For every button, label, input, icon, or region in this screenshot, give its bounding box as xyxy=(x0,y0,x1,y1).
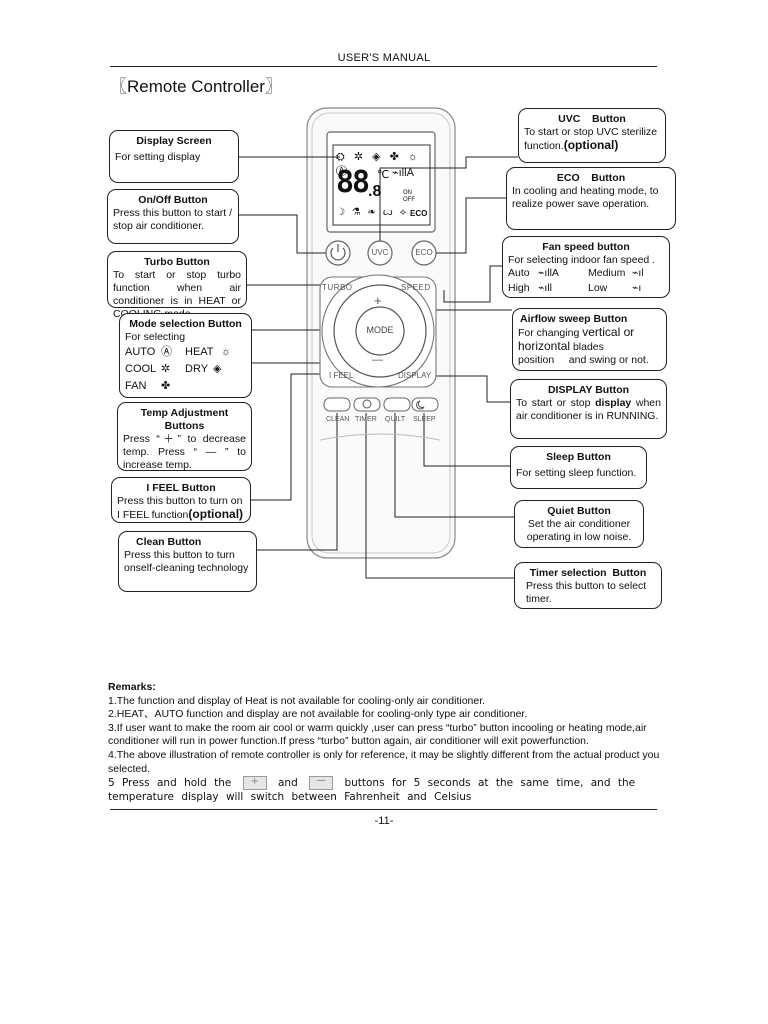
manual-title: USER'S MANUAL xyxy=(337,52,431,64)
eco-button[interactable]: ECO xyxy=(415,248,433,257)
callout-display: DISPLAY Button To start or stop display … xyxy=(510,379,667,439)
remark-1: 1.The function and display of Heat is no… xyxy=(108,694,486,707)
header-rule xyxy=(110,66,657,67)
callout-quiet: Quiet Button Set the air conditioner ope… xyxy=(514,500,644,548)
callout-ifeel: I FEEL Button Press this button to turn … xyxy=(111,477,251,523)
lcd-eco-label: ECO xyxy=(410,209,428,218)
temp-minus-button[interactable]: — xyxy=(372,354,383,366)
callout-turbo: Turbo Button To start or stop turbo func… xyxy=(107,251,247,320)
timer-button[interactable]: TIMER xyxy=(355,416,377,423)
callout-sleep: Sleep Button For setting sleep function. xyxy=(510,446,647,489)
lcd-temp-unit: ℃ xyxy=(377,169,390,181)
sleep-button-shape xyxy=(411,397,439,412)
display-button[interactable]: DISPLAY xyxy=(398,371,432,380)
quilt-button-shape xyxy=(383,397,411,412)
callout-timer: Timer selection Button Press this button… xyxy=(514,562,662,609)
remarks-title: Remarks: xyxy=(108,681,156,693)
callout-uvc: UVC Button To start or stop UVC steriliz… xyxy=(518,108,666,163)
eco-button-shape xyxy=(411,240,437,266)
turbo-button[interactable]: TURBO xyxy=(322,283,353,292)
lcd-timer-on: ON xyxy=(403,190,412,196)
callout-eco: ECO Button In cooling and heating mode, … xyxy=(506,167,676,230)
temp-plus-button[interactable]: + xyxy=(374,293,382,308)
mode-button-shape xyxy=(355,306,405,356)
lcd-bottom-icons: ☽ ⚗ ❧ ꙍ ⟡ xyxy=(336,207,409,218)
sleep-button[interactable]: SLEEP xyxy=(413,416,436,423)
callout-fan-speed: Fan speed button For selecting indoor fa… xyxy=(502,236,670,298)
lcd-temp-digits: 88 xyxy=(336,165,370,200)
remark-4: 4.The above illustration of remote contr… xyxy=(108,748,660,775)
speed-button[interactable]: SPEED xyxy=(401,283,431,292)
plus-key-image: + xyxy=(242,776,267,791)
power-button xyxy=(325,240,351,266)
lcd-top-icons: ⛭ ✲ ◈ ✤ ☼ Ⓐ xyxy=(336,151,421,176)
lcd-timer-off: OFF xyxy=(403,197,415,203)
callout-clean: Clean Button Press this button to turn o… xyxy=(118,531,257,592)
callout-display-screen: Display Screen For setting display xyxy=(109,130,239,183)
callout-airflow: Airflow sweep Button For changing vertic… xyxy=(512,308,667,371)
timer-button-shape xyxy=(353,397,381,412)
footer-rule xyxy=(110,809,657,810)
quilt-button[interactable]: QUILT xyxy=(385,416,406,423)
uvc-button-shape xyxy=(367,240,393,266)
callout-mode: Mode selection Button For selecting AUTO… xyxy=(119,313,252,398)
uvc-button[interactable]: UVC xyxy=(371,248,389,257)
clean-button[interactable]: CLEAN xyxy=(326,416,350,423)
clean-button-shape xyxy=(323,397,351,412)
mode-button[interactable]: MODE xyxy=(366,325,394,335)
ifeel-button[interactable]: I FEEL xyxy=(329,371,354,380)
remarks-section: Remarks: 1.The function and display of H… xyxy=(108,681,663,804)
minus-key-image: — xyxy=(309,775,334,791)
page-number: -11- xyxy=(374,815,394,827)
callout-temp: Temp Adjustment Buttons Press “＋” to dec… xyxy=(117,402,252,471)
section-title: 〖Remote Controller〗 xyxy=(110,77,282,96)
remark-3: 3.If user want to make the room air cool… xyxy=(108,721,647,748)
lcd-temp-decimal: .8 xyxy=(368,183,382,200)
remark-5: 5 Press and hold the + and — buttons for… xyxy=(108,775,636,803)
remark-2: 2.HEAT、AUTO function and display are not… xyxy=(108,708,528,721)
callout-onoff: On/Off Button Press this button to start… xyxy=(107,189,239,244)
lcd-fan-icon: ⌁ıllA xyxy=(392,167,414,179)
